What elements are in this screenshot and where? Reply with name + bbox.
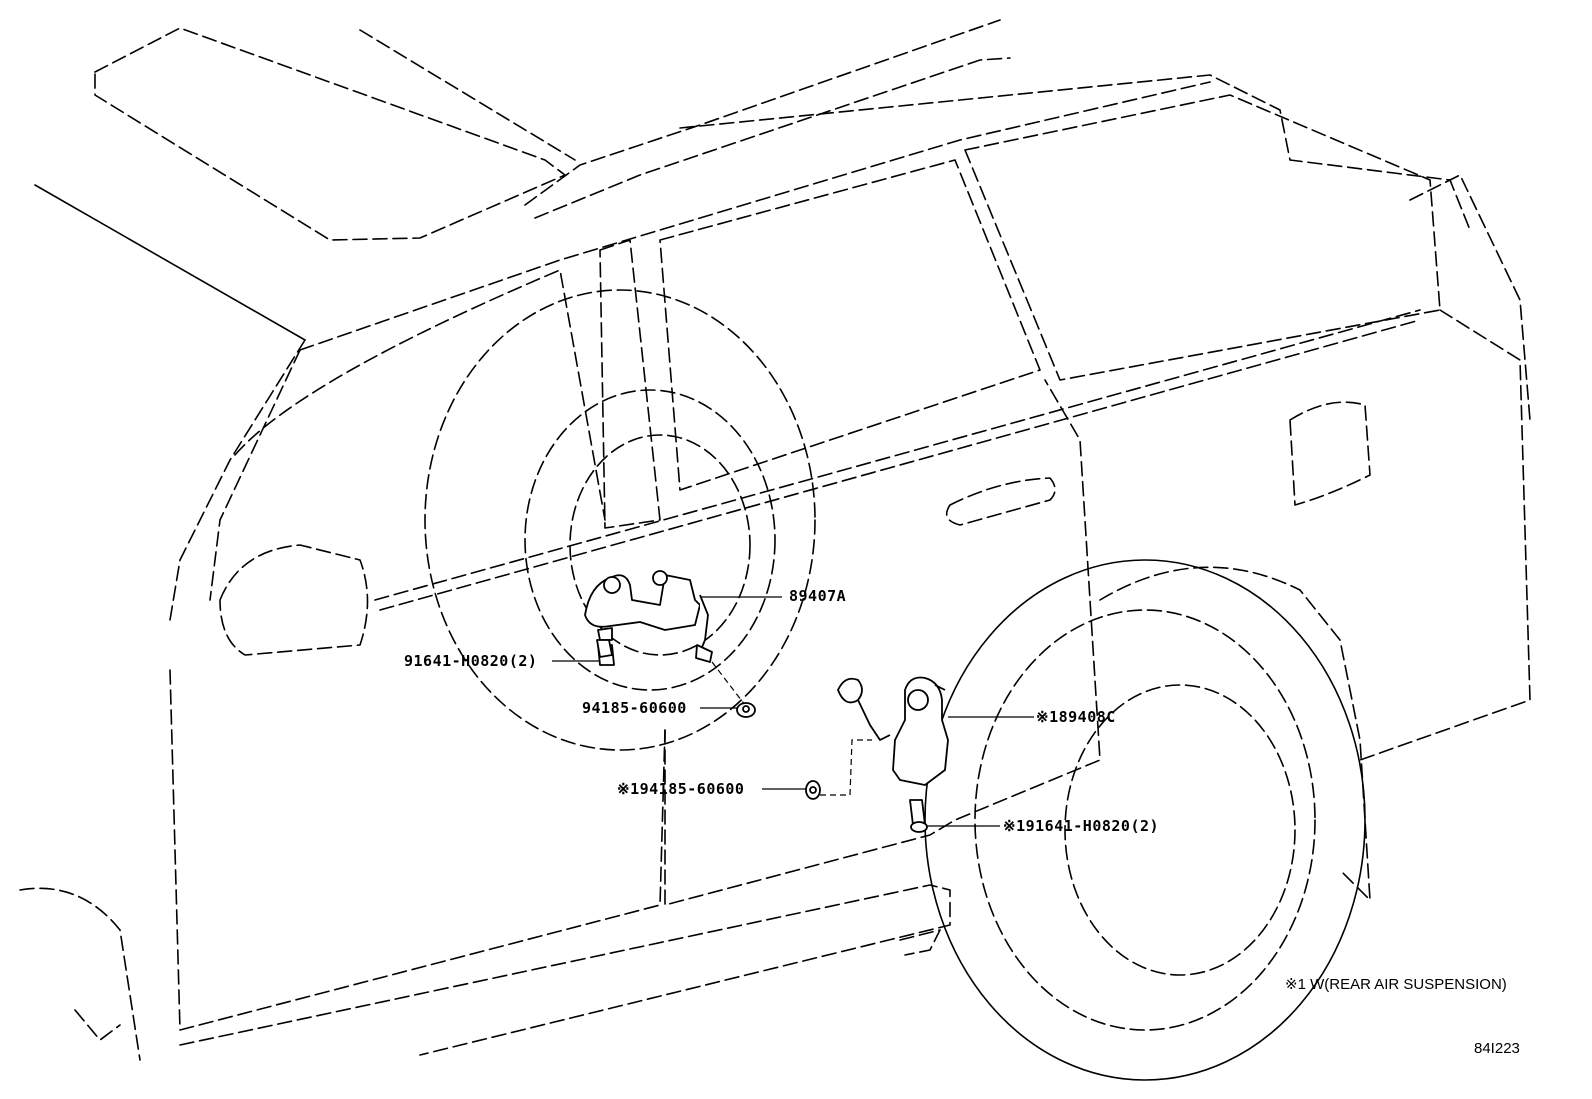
- sunroof-outline: [94, 27, 566, 241]
- height-sensor-front: [584, 570, 713, 666]
- front-fender-bottom: [74, 1009, 121, 1041]
- spare-tire-inner: [524, 389, 776, 691]
- rocker-lower: [899, 929, 941, 956]
- door-handle: [945, 477, 1056, 526]
- rear-corner: [1409, 174, 1531, 421]
- nut-rear: [805, 780, 821, 800]
- rear-quarter-window: [964, 94, 1441, 381]
- front-wheel-arch: [19, 887, 141, 1061]
- bolt-front: [596, 639, 613, 658]
- callout-bolt-rear: ※191641-H0820(2): [1003, 817, 1160, 835]
- rear-wheel-rim: [974, 609, 1316, 1031]
- callout-89408C: ※189408C: [1036, 708, 1116, 726]
- roof-rail-lower: [534, 57, 1011, 219]
- front-window-frame: [234, 269, 606, 521]
- height-sensor-rear: [837, 676, 949, 786]
- illustration-code: 84I223: [1474, 1040, 1520, 1057]
- front-door-outline: [169, 669, 666, 1031]
- b-pillar: [599, 239, 661, 529]
- roof-edge-line: [359, 29, 576, 161]
- rocker-panel: [179, 884, 951, 1056]
- footnote: ※1 W(REAR AIR SUSPENSION): [1285, 976, 1507, 993]
- bolt-rear: [909, 799, 928, 833]
- rear-wheel-inner: [1064, 684, 1296, 976]
- rear-fender-arch: [1099, 566, 1371, 901]
- beltline-lower: [379, 319, 1421, 611]
- spare-tire-hub: [569, 434, 751, 656]
- callout-nut-rear: ※194185-60600: [617, 780, 745, 798]
- beltline-upper: [299, 81, 1211, 351]
- callout-bolt-front: 91641-H0820(2): [404, 652, 538, 670]
- fuel-door: [1289, 401, 1371, 506]
- roof-rail: [524, 19, 1001, 206]
- nut-front-guide: [711, 661, 746, 706]
- spare-tire-outer: [424, 289, 816, 751]
- callout-nut-front: 94185-60600: [582, 699, 687, 717]
- side-mirror: [219, 544, 369, 656]
- nut-rear-guide: [820, 739, 872, 796]
- rear-body-side: [1359, 309, 1531, 761]
- nut-front: [736, 702, 756, 718]
- beltline: [374, 309, 1421, 601]
- a-pillar-inner: [209, 349, 301, 601]
- roof-outer-edge: [679, 74, 1471, 231]
- callout-89407A: 89407A: [789, 587, 847, 605]
- a-pillar: [169, 339, 306, 621]
- rear-window-frame: [659, 159, 1041, 491]
- roof-front-line: [34, 184, 306, 341]
